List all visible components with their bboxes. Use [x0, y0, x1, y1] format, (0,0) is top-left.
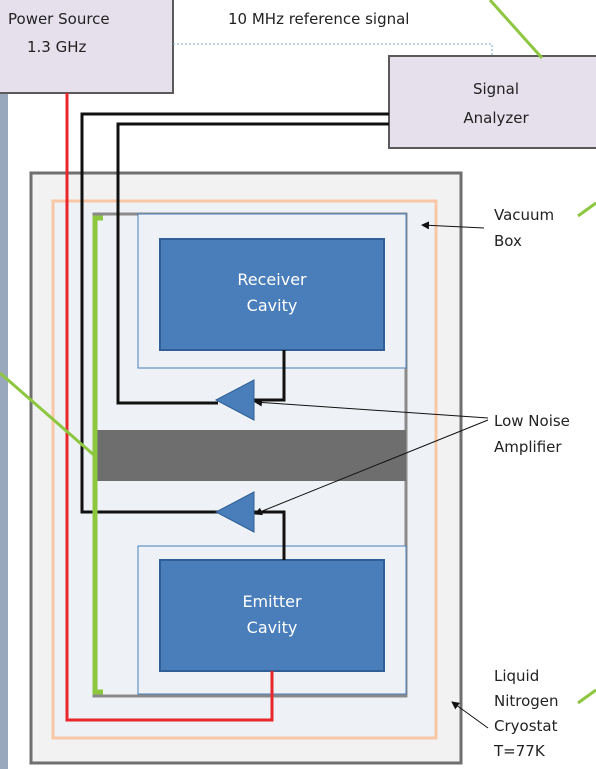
emitter-cavity	[159, 559, 385, 672]
cryostat-label-3: Cryostat	[494, 717, 558, 735]
receiver-cavity-label-2: Cavity	[247, 296, 298, 315]
shield-band	[94, 430, 406, 481]
left-edge-strip	[0, 0, 8, 769]
emitter-cavity-label-2: Cavity	[247, 618, 298, 637]
black-cable-outer	[80, 112, 389, 514]
power-source-frequency: 1.3 GHz	[27, 38, 87, 56]
emitter-cavity-label-1: Emitter	[242, 592, 302, 611]
cryostat-label-1: Liquid	[494, 667, 539, 685]
reference-signal-line	[173, 43, 493, 56]
vacuum-box-pointer	[421, 221, 485, 230]
vacuum-box-label-2: Box	[494, 232, 522, 250]
receiver-cavity-label-1: Receiver	[237, 270, 307, 289]
green-connector-top	[488, 0, 544, 60]
cryostat-label-4: T=77K	[493, 742, 546, 760]
receiver-cavity	[159, 238, 385, 351]
signal-analyzer-label-2: Analyzer	[463, 109, 529, 127]
lna-pointer-upper	[254, 398, 489, 419]
green-connector-left	[0, 371, 96, 458]
power-source-box	[0, 0, 174, 94]
signal-analyzer-box	[388, 55, 596, 149]
lna-pointer-lower	[254, 419, 489, 516]
red-cable	[65, 93, 274, 722]
vacuum-box-label-1: Vacuum	[494, 206, 554, 224]
receiver-amplifier	[214, 379, 255, 421]
cryostat-pointer	[451, 701, 489, 729]
lna-label-1: Low Noise	[494, 412, 570, 430]
signal-analyzer-label-1: Signal	[473, 80, 519, 98]
emitter-amplifier	[214, 491, 255, 533]
green-connector-vacuum	[577, 201, 596, 218]
cryostat-label-2: Nitrogen	[494, 692, 559, 710]
green-connector-cryostat	[577, 688, 596, 705]
lna-label-2: Amplifier	[494, 438, 562, 456]
black-cable-inner	[116, 122, 389, 405]
reference-signal-label: 10 MHz reference signal	[228, 10, 409, 28]
power-source-label: Power Source	[8, 10, 110, 28]
